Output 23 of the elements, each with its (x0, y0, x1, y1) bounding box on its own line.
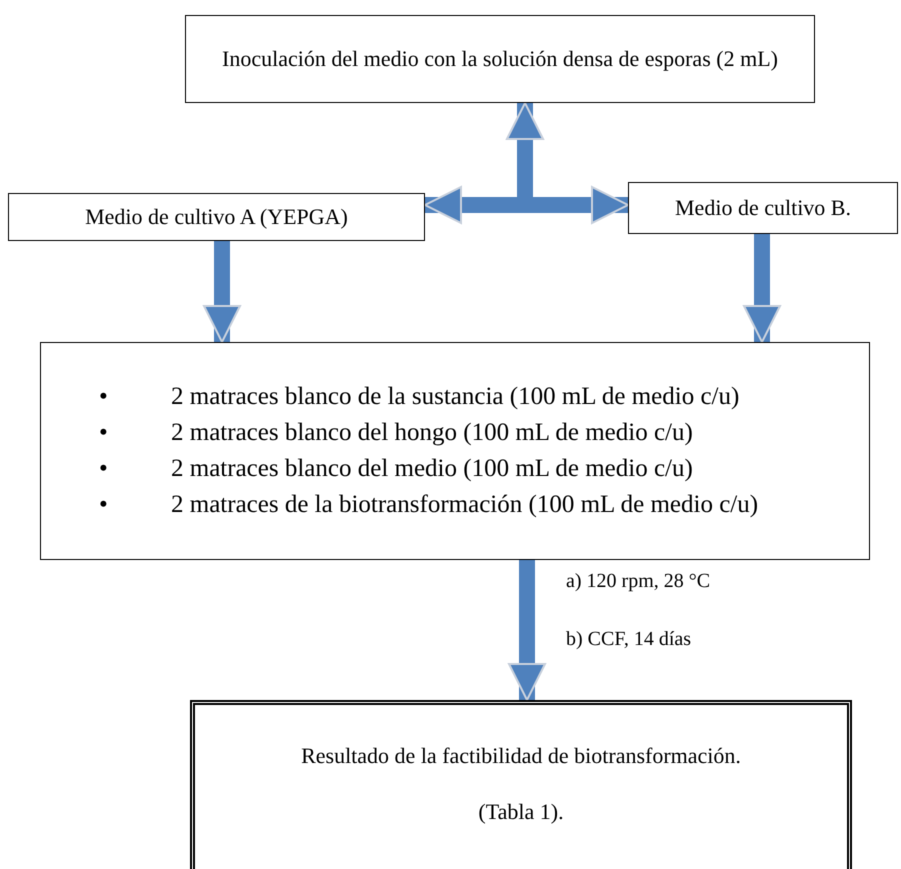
block-arrow (508, 560, 546, 701)
box-text: Inoculación del medio con la solución densa de esporas (2 mL) (222, 45, 778, 74)
bullet: • (99, 454, 109, 484)
process-box (40, 342, 870, 560)
list-item-text: 2 matraces blanco del hongo (100 mL de medio c/u) (171, 418, 693, 448)
table-reference: (Tabla 1). (478, 798, 564, 826)
process-box (185, 15, 815, 103)
list-item-text: 2 matraces de la biotransformación (100 mL de medio c/u) (171, 490, 758, 520)
process-box (8, 193, 425, 241)
bullet: • (99, 382, 109, 412)
box-text: Medio de cultivo B. (675, 194, 851, 222)
block-arrow (743, 234, 781, 343)
block-arrow (203, 241, 241, 343)
process-box (628, 182, 898, 234)
list-item-text: 2 matraces blanco del medio (100 mL de medio c/u) (171, 454, 693, 484)
list-item-text: 2 matraces blanco de la sustancia (100 mL de medio c/u) (171, 382, 740, 412)
condition-label: b) CCF, 14 días (566, 628, 692, 651)
box-text: Medio de cultivo A (YEPGA) (85, 203, 348, 232)
bullet: • (99, 418, 109, 448)
condition-label: a) 120 rpm, 28 °C (566, 570, 710, 593)
box-text: Resultado de la factibilidad de biotransformación. (301, 742, 741, 770)
process-box (190, 700, 852, 869)
bullet: • (99, 490, 109, 520)
